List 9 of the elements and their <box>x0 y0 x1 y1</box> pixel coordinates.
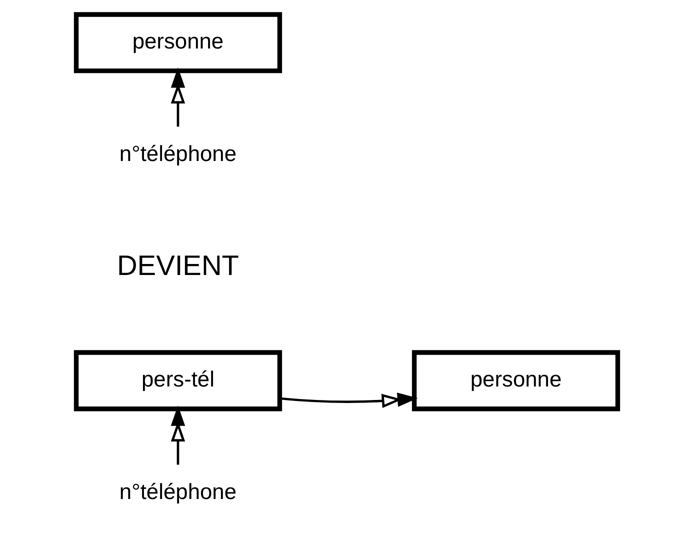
node-box: personne <box>73 12 282 74</box>
arrow <box>170 405 185 465</box>
arrow <box>280 392 418 408</box>
node-text: n°téléphone <box>118 141 236 166</box>
node-box: personne <box>411 350 620 412</box>
node-box: pers-tél <box>73 350 282 412</box>
label: DEVIENT <box>116 250 238 281</box>
node-text: n°téléphone <box>118 479 236 504</box>
arrow <box>170 67 185 127</box>
